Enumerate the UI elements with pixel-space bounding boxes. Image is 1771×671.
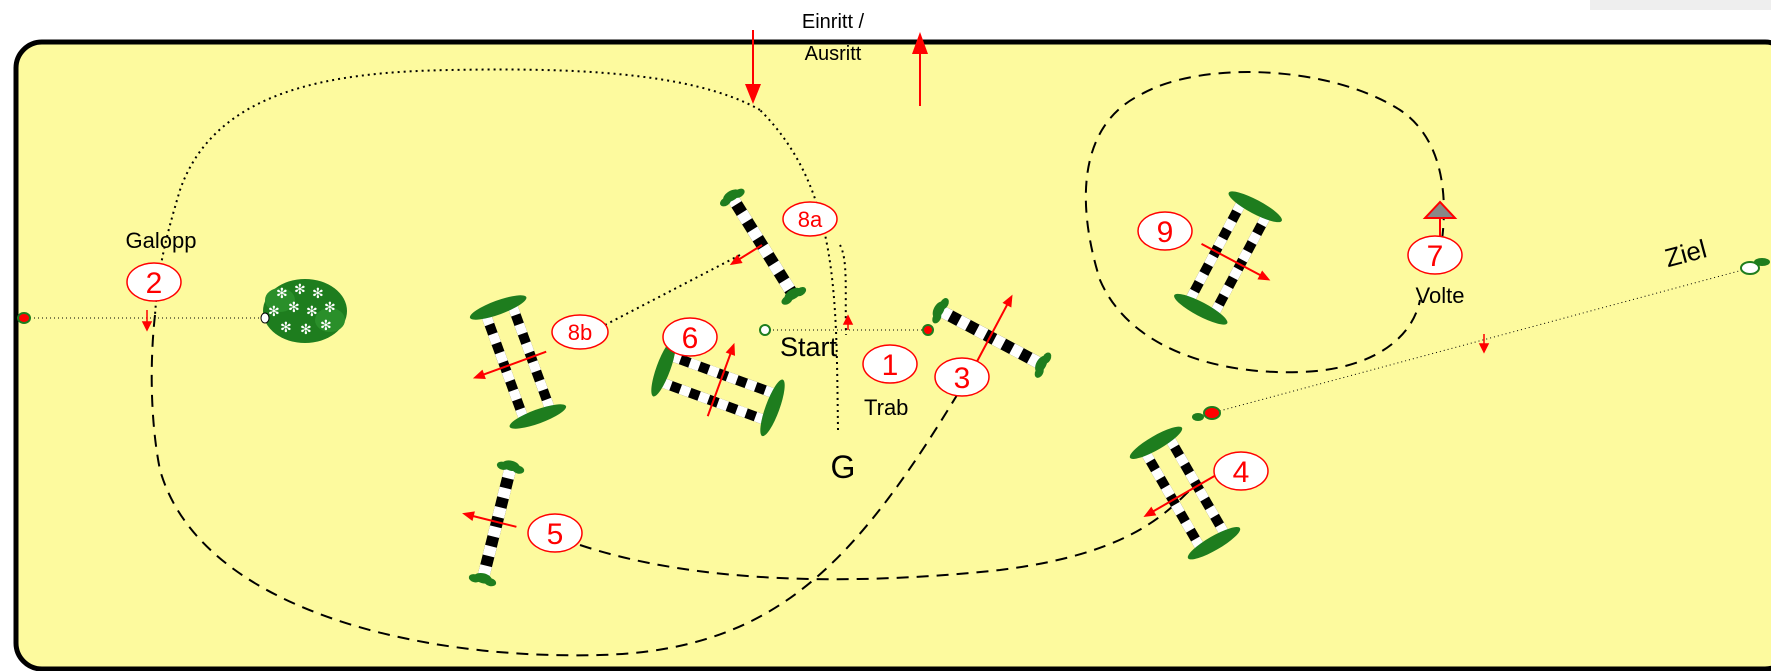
svg-text:5: 5 xyxy=(547,518,564,551)
svg-text:✻: ✻ xyxy=(320,318,332,334)
obstacle-9-jump xyxy=(1174,191,1282,325)
thin-dotted-lines xyxy=(22,267,1751,414)
path-galopp-loop xyxy=(150,314,976,657)
entry-label: Einritt / xyxy=(802,11,865,33)
svg-text:✻: ✻ xyxy=(280,320,292,336)
obstacle-5-jump xyxy=(462,457,526,588)
badge-3: 3 xyxy=(934,357,990,397)
trab-label: Trab xyxy=(864,395,908,420)
badge-2: 2 xyxy=(126,262,182,302)
badge-8b: 8b xyxy=(551,314,609,350)
volte-label: Volte xyxy=(1416,283,1465,308)
svg-text:✻: ✻ xyxy=(312,286,324,302)
svg-text:✻: ✻ xyxy=(276,286,288,302)
svg-text:✻: ✻ xyxy=(268,304,280,320)
corner-tab xyxy=(1590,0,1771,10)
svg-text:6: 6 xyxy=(682,322,699,355)
marker-ziel xyxy=(1740,258,1770,275)
obstacle-6-jump xyxy=(651,339,785,437)
svg-text:✻: ✻ xyxy=(306,304,318,320)
badge-4: 4 xyxy=(1213,451,1269,491)
svg-text:8a: 8a xyxy=(798,207,823,232)
path-5-4 xyxy=(579,489,1191,581)
entry-label-line2: Ausritt xyxy=(805,43,862,65)
svg-text:✻: ✻ xyxy=(300,322,312,338)
badge-6: 6 xyxy=(662,317,718,357)
path-start-g xyxy=(759,109,839,431)
start-label: Start xyxy=(780,332,838,362)
svg-text:7: 7 xyxy=(1427,240,1444,273)
svg-text:4: 4 xyxy=(1233,456,1250,489)
obstacle-8a-jump xyxy=(716,184,808,307)
marker-1-end xyxy=(922,324,934,336)
dashed-paths xyxy=(150,71,1445,657)
svg-text:3: 3 xyxy=(954,362,971,395)
svg-text:✻: ✻ xyxy=(324,300,336,316)
badge-8a: 8a xyxy=(782,201,838,237)
small-arrows xyxy=(141,310,1490,354)
svg-text:✻: ✻ xyxy=(294,282,306,298)
path-volte xyxy=(1084,71,1445,374)
badge-5: 5 xyxy=(527,513,583,553)
badge-7: 7 xyxy=(1407,235,1463,275)
marker-left-edge xyxy=(17,312,31,324)
svg-text:2: 2 xyxy=(146,267,163,300)
obstacle-4-jump xyxy=(1129,426,1241,560)
badge-9: 9 xyxy=(1137,211,1193,251)
g-label: G xyxy=(831,449,856,485)
dotted-paths xyxy=(154,68,847,431)
badge-1: 1 xyxy=(862,344,918,384)
svg-text:✻: ✻ xyxy=(288,300,300,316)
galopp-label: Galopp xyxy=(126,228,197,253)
marker-4-start xyxy=(1192,406,1221,421)
obstacle-8b-jump xyxy=(469,295,567,429)
svg-text:1: 1 xyxy=(882,349,899,382)
marker-start xyxy=(759,324,771,336)
path-8b-line xyxy=(604,254,741,326)
obstacle-3-jump xyxy=(927,294,1054,380)
svg-text:9: 9 xyxy=(1157,216,1174,249)
entry-arrow-icon xyxy=(745,30,761,104)
svg-text:8b: 8b xyxy=(568,320,592,345)
exit-arrow-icon xyxy=(912,32,928,106)
flower-bed-icon: ✻✻✻ ✻✻✻✻ ✻✻✻ xyxy=(260,279,347,343)
